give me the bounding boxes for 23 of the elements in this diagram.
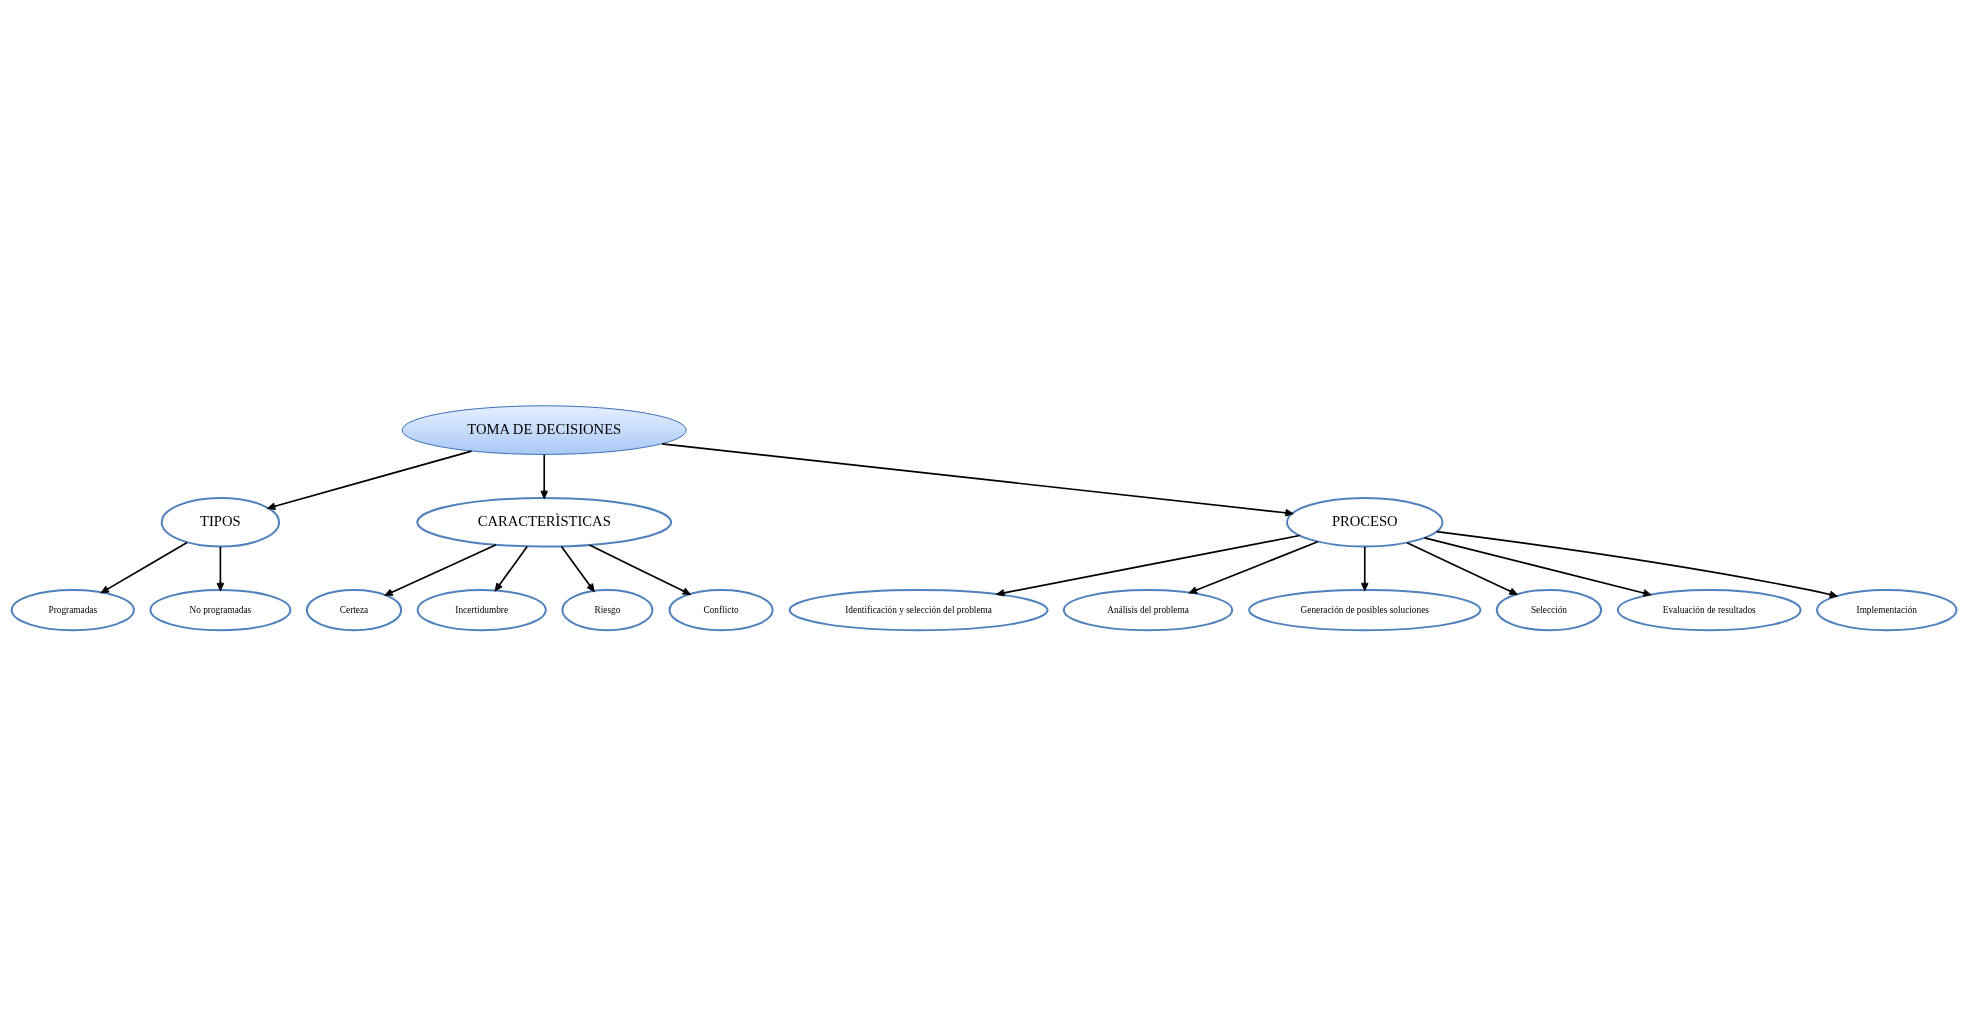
arrow bbox=[996, 534, 1301, 597]
arrow bbox=[1189, 540, 1319, 594]
arrow bbox=[101, 541, 188, 593]
arrow bbox=[1423, 536, 1651, 597]
arrow bbox=[1435, 530, 1838, 598]
arrow bbox=[267, 449, 473, 510]
arrow bbox=[494, 545, 528, 591]
node-ellipse: TIPOS bbox=[160, 496, 281, 548]
node-ellipse: Incertidumbre bbox=[416, 588, 547, 631]
arrow bbox=[216, 545, 225, 591]
node-ellipse: Programadas bbox=[10, 588, 135, 631]
node-ellipse: Generación de posibles soluciones bbox=[1248, 588, 1482, 631]
node-ellipse: TOMA DE DECISIONES bbox=[401, 404, 687, 455]
arrow bbox=[540, 453, 549, 498]
node-ellipse: CARACTERÌSTICAS bbox=[416, 496, 673, 548]
arrow bbox=[385, 543, 497, 596]
node-ellipse: Riesgo bbox=[561, 588, 654, 631]
arrow bbox=[588, 543, 691, 595]
arrow bbox=[661, 442, 1293, 517]
node-ellipse: No programadas bbox=[149, 588, 292, 631]
arrow bbox=[1406, 541, 1518, 595]
arrow bbox=[1360, 545, 1369, 591]
arrow bbox=[560, 545, 595, 592]
